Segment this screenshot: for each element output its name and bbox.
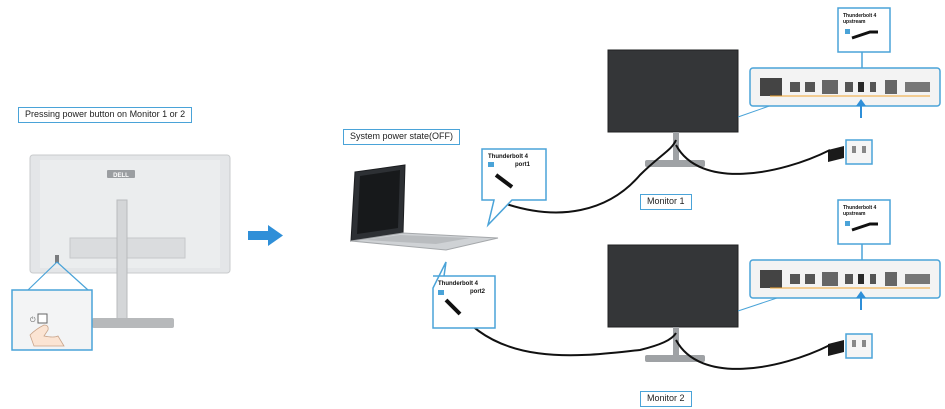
monitor1-caption: Monitor 1: [640, 194, 692, 210]
cables: [455, 139, 831, 370]
port2-callout: Thunderbolt 4 port2: [432, 261, 496, 329]
monitor1-front: [607, 49, 796, 167]
up-arrow-icon: [856, 99, 866, 118]
monitor2-power-outlet: [828, 333, 873, 359]
press-power-caption: Pressing power button on Monitor 1 or 2: [18, 107, 193, 123]
laptop-icon: [350, 164, 499, 251]
power-button-zoom: ⏻: [11, 261, 93, 351]
monitor1-io-panel: [749, 67, 941, 107]
dell-logo-text: DELL: [113, 173, 129, 179]
port2-label-line1: Thunderbolt 4: [438, 281, 479, 287]
monitor2-io-panel: [749, 259, 941, 299]
monitor2-upstream-callout: Thunderbolt 4 upstream: [837, 199, 891, 260]
cable-laptop-monitor2: [455, 307, 677, 357]
monitor2-caption: Monitor 2: [640, 391, 692, 407]
monitor1-upstream-callout: Thunderbolt 4 upstream: [837, 7, 891, 68]
upstream-label-line2: upstream: [843, 19, 866, 25]
upstream-label-line1: Thunderbolt 4: [843, 13, 877, 19]
cable-laptop-monitor1: [494, 139, 677, 214]
finger-icon: [29, 324, 65, 347]
upstream-label-line2: upstream: [843, 211, 866, 217]
system-state-caption: System power state(OFF): [343, 129, 461, 145]
upstream-label-line1: Thunderbolt 4: [843, 205, 877, 211]
power-symbol-icon: ⏻: [30, 316, 36, 324]
right-arrow-icon: [248, 225, 283, 246]
port1-callout: Thunderbolt 4 port1: [481, 148, 547, 228]
port1-label-line2: port1: [515, 162, 531, 168]
up-arrow-icon: [856, 291, 866, 310]
monitor-rear-view: DELL: [29, 154, 231, 328]
port2-label-line2: port2: [470, 289, 486, 295]
monitor1-power-outlet: [828, 139, 873, 165]
cable-monitor1-power: [675, 144, 831, 175]
dell-logo: [107, 170, 135, 178]
monitor2-front: [607, 244, 796, 362]
port1-label-line1: Thunderbolt 4: [488, 154, 529, 160]
cable-monitor2-power: [675, 339, 831, 370]
